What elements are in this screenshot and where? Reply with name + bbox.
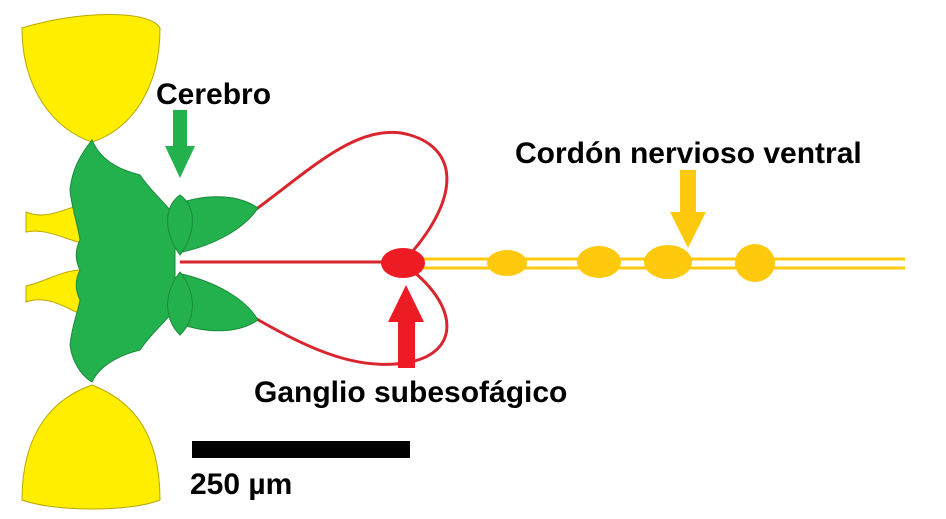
ventral-ganglion-1 [487, 250, 527, 276]
brain-central-lower [167, 271, 193, 336]
scale-bar [192, 441, 410, 458]
left-antenna-bottom [25, 269, 83, 316]
top-eye-cup [21, 14, 161, 143]
label-ventral-nerve-cord: Cordón nervioso ventral [515, 137, 862, 170]
subesophageal-arrow [388, 285, 424, 368]
brain [69, 139, 259, 383]
upper-connective-loop [254, 130, 449, 262]
label-subesophageal-ganglion: Ganglio subesofágico [254, 376, 567, 409]
ventral-ganglion-2 [577, 246, 621, 278]
ventral-ganglion-4 [735, 244, 775, 282]
bottom-eye-cup [21, 384, 161, 510]
sensory-organs [21, 14, 161, 510]
ventral-ganglia [487, 244, 775, 282]
brain-main-lobes [69, 139, 176, 383]
subesophageal-ganglion [381, 248, 425, 278]
ventral-ganglion-3 [644, 245, 692, 279]
brain-arrow [165, 110, 195, 178]
label-scale-bar: 250 µm [190, 468, 292, 501]
brain-central-upper [167, 194, 193, 256]
nerve-cord-arrow [670, 170, 706, 248]
label-brain: Cerebro [156, 78, 271, 111]
